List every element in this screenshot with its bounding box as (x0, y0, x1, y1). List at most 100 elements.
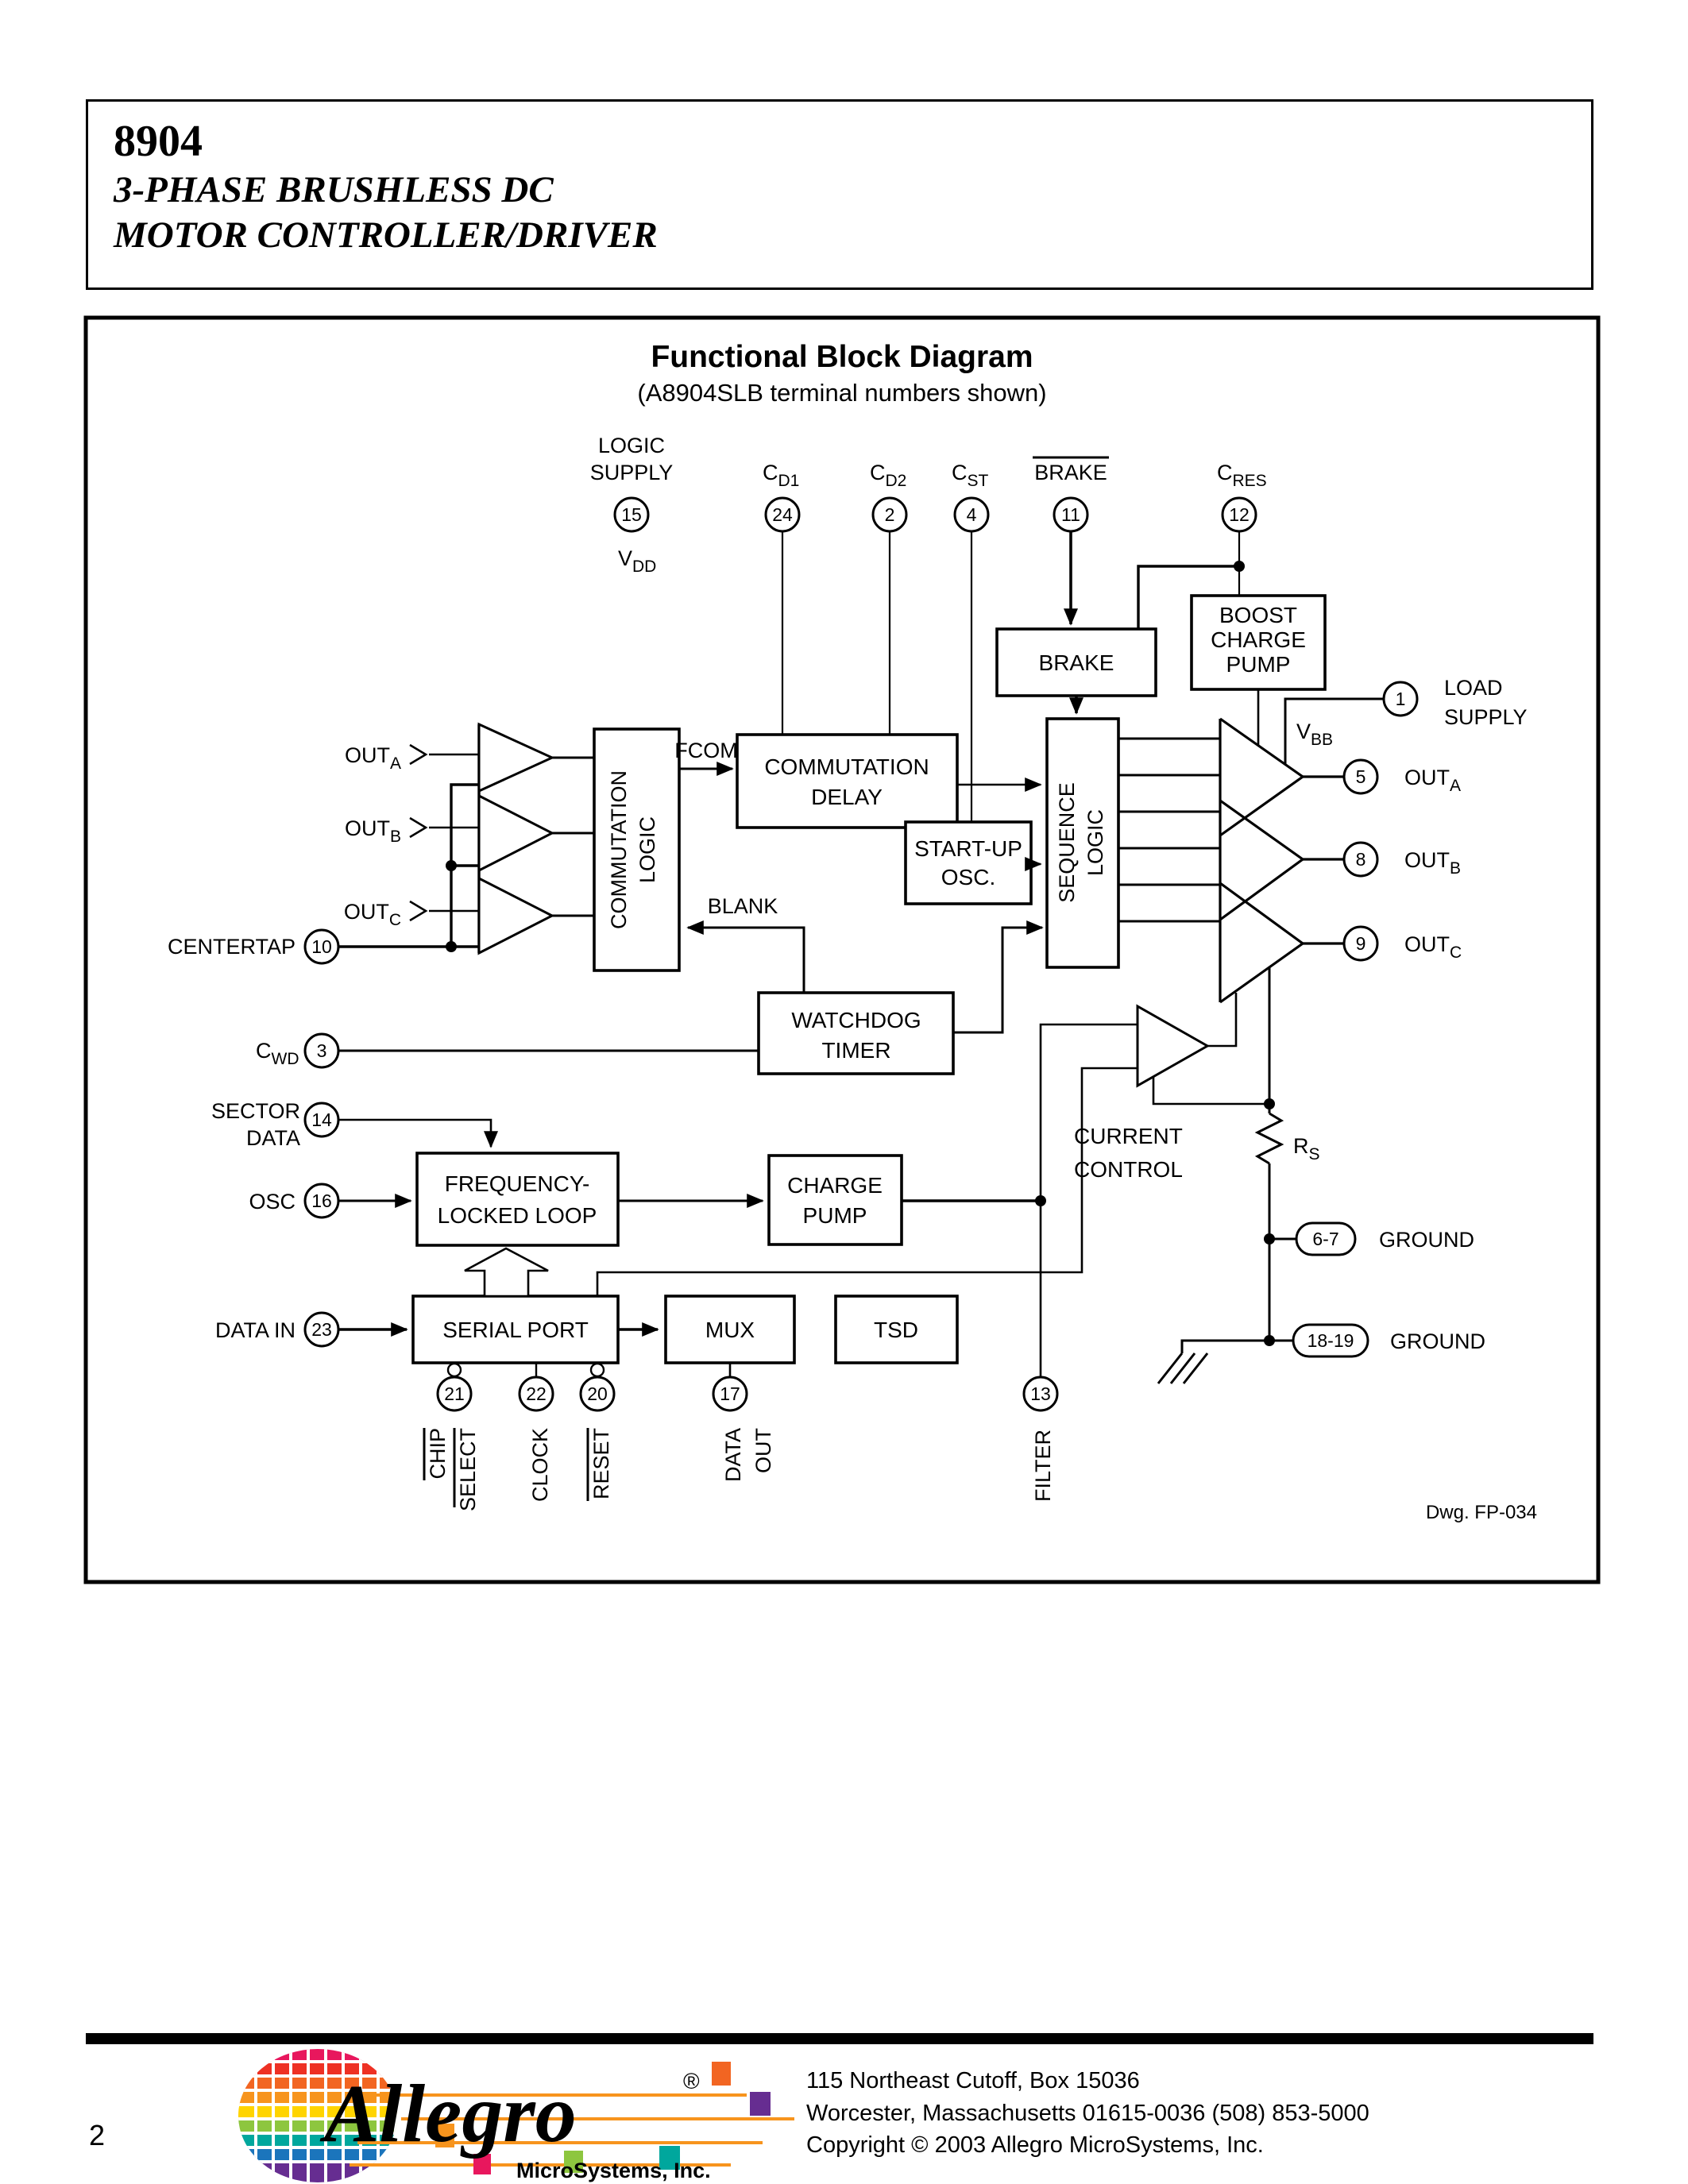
svg-text:TSD: TSD (874, 1318, 918, 1342)
svg-text:RESET: RESET (589, 1428, 613, 1499)
svg-text:DATA: DATA (246, 1126, 300, 1150)
svg-text:LOCKED LOOP: LOCKED LOOP (438, 1203, 597, 1228)
svg-text:14: 14 (311, 1109, 332, 1130)
svg-text:VDD: VDD (618, 546, 656, 576)
pin-filter: 13 FILTER (1022, 1376, 1059, 1502)
sense-input-out-c: OUTC (344, 900, 479, 929)
pin-cres: CRES 12 (1137, 461, 1267, 629)
diagram-title: Functional Block Diagram (651, 340, 1033, 374)
svg-text:FCOM: FCOM (674, 739, 737, 762)
part-title-line1: 3-PHASE BRUSHLESS DC (114, 169, 554, 210)
pin-logic-supply: LOGIC SUPPLY 15 VDD (590, 434, 674, 576)
svg-text:CENTERTAP: CENTERTAP (168, 935, 295, 959)
pin-osc: OSC 16 (249, 1183, 412, 1219)
pin-load-supply: 1 LOAD SUPPLY VBB (1284, 676, 1528, 764)
svg-text:LOGIC: LOGIC (635, 816, 659, 883)
svg-text:CD2: CD2 (870, 461, 906, 490)
logo-subtext: MicroSystems, Inc. (516, 2159, 711, 2182)
svg-text:OUTA: OUTA (345, 743, 401, 773)
footer-address: 115 Northeast Cutoff, Box 15036 Worceste… (806, 2065, 1369, 2162)
svg-text:13: 13 (1030, 1383, 1051, 1404)
svg-text:DATA: DATA (721, 1428, 745, 1482)
svg-text:22: 22 (526, 1383, 547, 1404)
svg-text:OUTC: OUTC (1404, 932, 1462, 962)
svg-text:SERIAL PORT: SERIAL PORT (442, 1318, 589, 1342)
svg-text:LOGIC: LOGIC (598, 434, 665, 457)
svg-text:8: 8 (1356, 849, 1366, 870)
part-number: 8904 (114, 117, 203, 166)
svg-text:CHARGE: CHARGE (787, 1173, 883, 1198)
svg-text:OUTA: OUTA (1404, 766, 1461, 795)
sense-comparators (477, 722, 594, 955)
speed-demand-wire (596, 1067, 1138, 1296)
pin-cd2: CD2 2 (870, 461, 908, 735)
svg-text:WATCHDOG: WATCHDOG (791, 1008, 921, 1032)
svg-text:CLOCK: CLOCK (528, 1428, 552, 1502)
svg-text:PUMP: PUMP (1226, 652, 1291, 677)
svg-text:OUT: OUT (751, 1428, 775, 1473)
pin-ground-2: 18-19 GROUND (1269, 1323, 1485, 1358)
svg-text:CHARGE: CHARGE (1211, 627, 1306, 652)
signal-fcom: FCOM (674, 739, 738, 776)
svg-text:CWD: CWD (256, 1039, 299, 1068)
watchdog-to-sequence-wire (953, 920, 1044, 1034)
output-drivers (1219, 717, 1344, 1004)
svg-text:17: 17 (720, 1383, 740, 1404)
pin-datain: DATA IN 23 (215, 1311, 408, 1348)
svg-text:CD1: CD1 (763, 461, 799, 490)
serial-to-fll-bus-arrow (464, 1247, 549, 1298)
svg-text:FILTER: FILTER (1031, 1430, 1055, 1502)
svg-text:18-19: 18-19 (1308, 1330, 1354, 1351)
svg-text:CRES: CRES (1217, 461, 1267, 490)
svg-text:16: 16 (311, 1190, 332, 1211)
pin-cst: CST 4 (952, 461, 990, 822)
filter-node-wires (1039, 1023, 1138, 1377)
pin-chip-select: 21 CHIP SELECT (423, 1362, 480, 1511)
drawing-number: Dwg. FP-034 (1426, 1502, 1537, 1523)
svg-text:SELECT: SELECT (456, 1428, 480, 1511)
svg-text:OSC.: OSC. (941, 865, 995, 889)
part-title-line2: MOTOR CONTROLLER/DRIVER (114, 214, 658, 257)
footer-address-line1: 115 Northeast Cutoff, Box 15036 (806, 2068, 1140, 2093)
pin-cwd: CWD 3 (256, 1032, 759, 1069)
svg-text:4: 4 (967, 504, 977, 525)
svg-text:SECTOR: SECTOR (211, 1099, 300, 1123)
svg-text:CST: CST (952, 461, 989, 490)
svg-text:5: 5 (1356, 766, 1366, 787)
block-serial-port: SERIAL PORT (411, 1067, 1138, 1364)
block-watchdog-timer: WATCHDOG TIMER (757, 991, 955, 1075)
diagram-border (83, 315, 1601, 1584)
pin-out-b: 8 OUTB (1342, 841, 1461, 878)
footer-rule (86, 2033, 1593, 2044)
comparator-b (477, 793, 555, 873)
input-chevron-icon (409, 900, 428, 922)
pin-out-a: 5 OUTA (1342, 758, 1461, 795)
svg-text:GROUND: GROUND (1379, 1228, 1474, 1252)
svg-text:BOOST: BOOST (1219, 603, 1297, 627)
input-chevron-icon (409, 816, 428, 839)
svg-text:6-7: 6-7 (1312, 1229, 1338, 1249)
svg-text:BLANK: BLANK (708, 894, 778, 918)
input-chevron-icon (409, 743, 428, 766)
sense-input-out-b: OUTB (345, 816, 479, 846)
svg-text:DATA IN: DATA IN (215, 1318, 295, 1342)
logo-registered-icon: ® (683, 2069, 700, 2093)
svg-text:1: 1 (1396, 689, 1406, 709)
pin-sector-data: SECTOR DATA 14 (211, 1099, 498, 1150)
logo-wordmark: Allegro (319, 2068, 577, 2159)
svg-text:23: 23 (311, 1319, 332, 1340)
svg-text:OUTC: OUTC (344, 900, 401, 929)
svg-text:CHIP: CHIP (426, 1428, 450, 1480)
svg-text:DELAY: DELAY (811, 785, 883, 809)
svg-text:MUX: MUX (705, 1318, 755, 1342)
footer-address-line3: Copyright © 2003 Allegro MicroSystems, I… (806, 2132, 1264, 2159)
svg-text:21: 21 (444, 1383, 465, 1404)
svg-text:SUPPLY: SUPPLY (1444, 705, 1528, 729)
pin-reset: 20 RESET (579, 1362, 616, 1501)
block-mux: MUX (664, 1295, 796, 1377)
svg-text:3: 3 (317, 1040, 327, 1061)
block-startup-osc: START-UP OSC. (904, 820, 1042, 905)
svg-text:OSC: OSC (249, 1190, 295, 1214)
svg-text:TIMER: TIMER (821, 1038, 890, 1063)
